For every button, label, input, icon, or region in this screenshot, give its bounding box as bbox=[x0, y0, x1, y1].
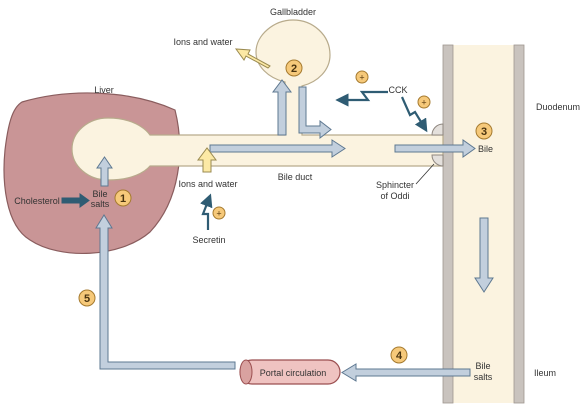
svg-text:4: 4 bbox=[396, 350, 403, 362]
plus-sign: + bbox=[216, 209, 221, 219]
bile-salts-ileum-line2: salts bbox=[474, 372, 493, 382]
secretin-arrow-icon bbox=[200, 193, 213, 230]
svg-text:3: 3 bbox=[481, 126, 487, 138]
arrow-into-duodenum bbox=[394, 139, 476, 158]
arrow-duodenum-down bbox=[474, 217, 494, 293]
bile-salts-liver-line1: Bile bbox=[92, 189, 107, 199]
svg-text:5: 5 bbox=[84, 293, 90, 305]
step-badge-1: 1 bbox=[114, 189, 132, 207]
arrow-ileum-to-portal bbox=[341, 363, 471, 382]
bile-duct-label: Bile duct bbox=[278, 172, 313, 182]
arrow-portal-to-liver bbox=[95, 214, 236, 370]
bile-duct-system bbox=[71, 19, 444, 181]
bile-salts-ileum-line1: Bile bbox=[475, 361, 490, 371]
stimulus-plus-icon-cck-sphincter: + bbox=[417, 95, 431, 109]
arrow-out-of-gallbladder bbox=[298, 86, 332, 140]
ions-water-mid-label: Ions and water bbox=[178, 179, 237, 189]
cck-label: CCK bbox=[388, 85, 407, 95]
arrow-bile-duct-flow bbox=[209, 139, 346, 158]
sphincter-lower bbox=[431, 154, 444, 167]
intestine-left-wall bbox=[442, 44, 454, 404]
ileum-label: Ileum bbox=[534, 368, 556, 378]
cck-to-gallbladder-arrow-icon bbox=[335, 90, 388, 107]
svg-text:2: 2 bbox=[291, 63, 297, 75]
arrow-into-gallbladder bbox=[272, 79, 292, 136]
step-badge-4: 4 bbox=[390, 346, 408, 364]
plus-sign: + bbox=[359, 73, 364, 83]
sphincter-upper bbox=[431, 123, 444, 136]
ions-water-top-label: Ions and water bbox=[173, 37, 232, 47]
arrow-liver-to-duct bbox=[96, 156, 113, 187]
sphincter-leader-line bbox=[415, 163, 435, 185]
ions-water-arrow-top bbox=[234, 48, 271, 69]
stimulus-plus-icon-secretin: + bbox=[212, 206, 226, 220]
cholesterol-label: Cholesterol bbox=[14, 196, 60, 206]
sphincter-label-line1: Sphincter bbox=[376, 180, 414, 190]
step-badge-5: 5 bbox=[78, 289, 96, 307]
svg-text:1: 1 bbox=[120, 193, 126, 205]
step-badge-3: 3 bbox=[475, 122, 493, 140]
sphincter-label-line2: of Oddi bbox=[380, 191, 409, 201]
gallbladder-label: Gallbladder bbox=[270, 7, 316, 17]
step-badge-2: 2 bbox=[285, 59, 303, 77]
bile-label-duodenum: Bile bbox=[478, 144, 493, 154]
portal-circulation-label: Portal circulation bbox=[260, 368, 327, 378]
stimulus-plus-icon-cck-gallbladder: + bbox=[355, 70, 369, 84]
cck-to-sphincter-arrow-icon bbox=[400, 96, 428, 133]
duodenum-label: Duodenum bbox=[536, 102, 580, 112]
plus-sign: + bbox=[421, 98, 426, 108]
ions-water-arrow-mid bbox=[197, 147, 217, 173]
liver-label: Liver bbox=[94, 85, 114, 95]
bile-salts-liver-line2: salts bbox=[91, 199, 110, 209]
portal-circulation-vessel bbox=[239, 359, 341, 385]
secretin-label: Secretin bbox=[192, 235, 225, 245]
intestine-right-wall bbox=[513, 44, 525, 404]
arrow-cholesterol-to-bile-salts bbox=[61, 193, 90, 208]
